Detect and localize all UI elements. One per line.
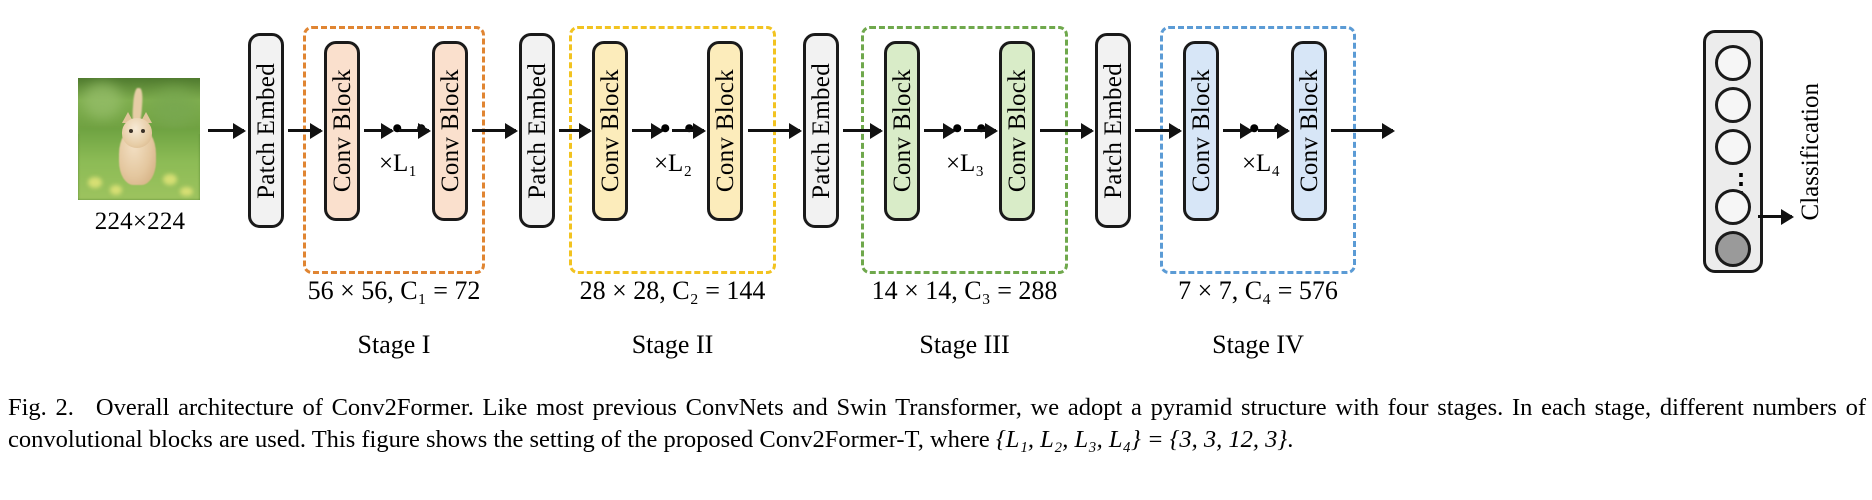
stage-2-repeat-label: ×L₂ xyxy=(653,150,693,177)
stage-3-name: Stage III xyxy=(919,330,1010,359)
stage-4-dimension-label: 7 × 7, C₄ = 576 xyxy=(1178,276,1338,305)
stage-3-dimension-label: 14 × 14, C₃ = 288 xyxy=(871,276,1058,305)
conv-block-label: Conv Block xyxy=(888,69,916,193)
stage-4-name: Stage IV xyxy=(1212,330,1304,359)
stage-2-dimension-label: 28 × 28, C₂ = 144 xyxy=(579,276,766,305)
stage-2-name: Stage II xyxy=(631,330,714,359)
patch-embed-1: Patch Embed xyxy=(248,33,284,228)
stage-4-conv-block-first: Conv Block xyxy=(1183,41,1219,221)
conv-block-label: Conv Block xyxy=(1295,69,1323,193)
arrow-stage3-to-patchembed-4 xyxy=(1040,122,1094,139)
arrow-head-to-classification xyxy=(1758,208,1794,225)
arrow-stage3-inner-left xyxy=(924,122,956,139)
arrow-patchembed4-to-stage4 xyxy=(1135,122,1182,139)
conv-block-label: Conv Block xyxy=(1003,69,1031,193)
classification-head: ⋮ xyxy=(1703,30,1763,273)
stage-2-conv-block-first: Conv Block xyxy=(592,41,628,221)
stage-frame-1 xyxy=(303,26,485,274)
head-node-4 xyxy=(1715,189,1751,225)
stage-frame-2 xyxy=(569,26,776,274)
stage-4-conv-block-last: Conv Block xyxy=(1291,41,1327,221)
patch-embed-1-label: Patch Embed xyxy=(252,62,280,199)
figure-caption: Fig. 2. Overall architecture of Conv2Form… xyxy=(8,392,1866,457)
head-vertical-ellipsis: ⋮ xyxy=(1728,169,1754,198)
stage-3-conv-block-first: Conv Block xyxy=(884,41,920,221)
arrow-stage2-inner-left xyxy=(632,122,664,139)
stage-4-repeat-label: ×L₄ xyxy=(1241,150,1281,177)
arrow-patchembed3-to-stage3 xyxy=(843,122,883,139)
conv-block-label: Conv Block xyxy=(436,69,464,193)
architecture-diagram: 224×224 Patch Embed Conv Block • • • ×L₁… xyxy=(78,26,1825,359)
caption-line-2-pre: different numbers of convolutional block… xyxy=(8,394,1867,454)
patch-embed-2-label: Patch Embed xyxy=(523,62,551,199)
arrow-patchembed1-to-stage1 xyxy=(288,122,323,139)
patch-embed-3: Patch Embed xyxy=(803,33,839,228)
head-node-2 xyxy=(1715,87,1751,123)
conv-block-label: Conv Block xyxy=(711,69,739,193)
caption-math: {L₁, L₂, L₃, L₄} = {3, 3, 12, 3} xyxy=(995,426,1288,454)
arrow-stage4-to-head xyxy=(1331,122,1395,139)
stage-1-conv-block-last: Conv Block xyxy=(432,41,468,221)
stage-frame-3 xyxy=(861,26,1068,274)
stage-1-name: Stage I xyxy=(357,330,431,359)
conv-block-label: Conv Block xyxy=(1187,69,1215,193)
stage-1-dimension-label: 56 × 56, C₁ = 72 xyxy=(307,276,481,305)
patch-embed-4: Patch Embed xyxy=(1095,33,1131,228)
arrow-input-to-patchembed-1 xyxy=(208,122,246,139)
classification-output: Classification xyxy=(1797,32,1825,272)
stage-2-conv-block-last: Conv Block xyxy=(707,41,743,221)
caption-line-1: Overall architecture of Conv2Former. Lik… xyxy=(95,394,1652,421)
stage-1-repeat-label: ×L₁ xyxy=(378,150,418,177)
classification-label: Classification xyxy=(1797,83,1824,221)
caption-line-2-post: . xyxy=(1287,426,1294,454)
arrow-stage2-inner-right xyxy=(672,122,706,139)
arrow-stage4-inner-right xyxy=(1258,122,1290,139)
input-size-label: 224×224 xyxy=(94,208,186,235)
stage-1-conv-block-first: Conv Block xyxy=(324,41,360,221)
stage-3-conv-block-last: Conv Block xyxy=(999,41,1035,221)
arrow-stage2-to-patchembed-3 xyxy=(748,122,802,139)
stage-frame-4 xyxy=(1160,26,1356,274)
arrow-stage1-to-patchembed-2 xyxy=(472,122,518,139)
patch-embed-3-label: Patch Embed xyxy=(807,62,835,199)
arrow-stage1-inner-left xyxy=(364,122,394,139)
conv-block-label: Conv Block xyxy=(328,69,356,193)
figure-number: Fig. 2. xyxy=(8,394,74,421)
head-node-1 xyxy=(1715,45,1751,81)
head-node-3 xyxy=(1715,129,1751,165)
arrow-patchembed2-to-stage2 xyxy=(559,122,592,139)
patch-embed-2: Patch Embed xyxy=(519,33,555,228)
arrow-stage3-inner-right xyxy=(964,122,998,139)
arrow-stage4-inner-left xyxy=(1223,122,1253,139)
head-node-5-active xyxy=(1715,231,1751,267)
arrow-stage1-inner-right xyxy=(399,122,431,139)
input-image-thumbnail xyxy=(78,78,200,200)
conv-block-label: Conv Block xyxy=(596,69,624,193)
patch-embed-4-label: Patch Embed xyxy=(1099,62,1127,199)
stage-3-repeat-label: ×L₃ xyxy=(945,150,985,177)
